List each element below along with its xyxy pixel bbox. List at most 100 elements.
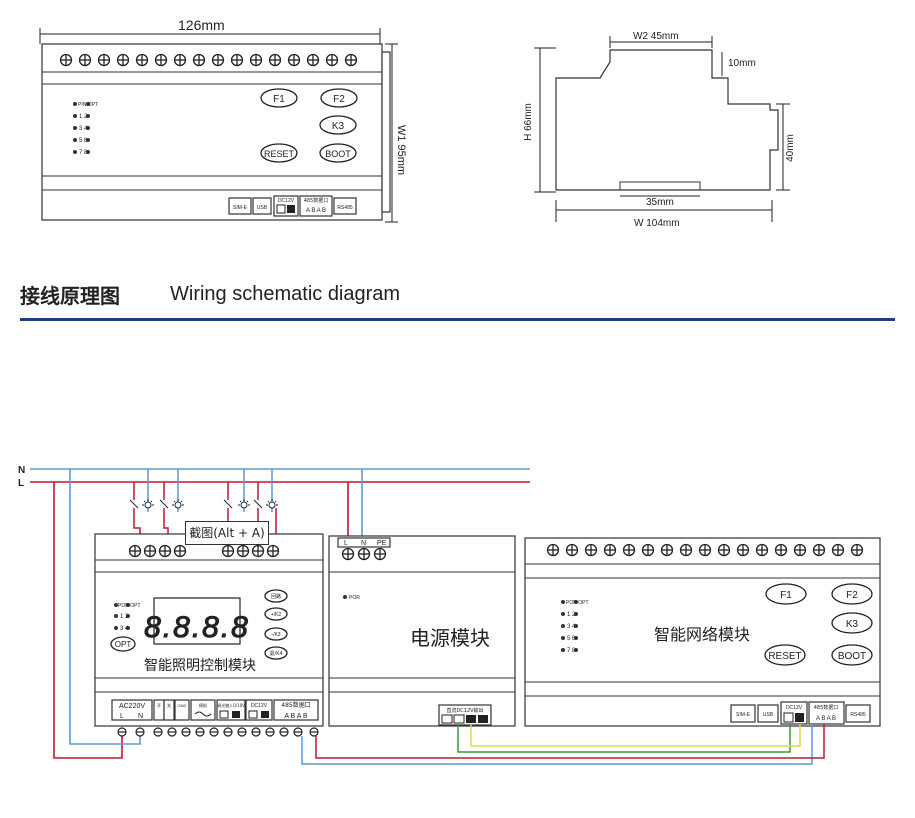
net-f2-button[interactable]: F2: [831, 583, 873, 605]
svg-text:GND: GND: [178, 703, 187, 708]
svg-text:5 6: 5 6: [567, 636, 576, 642]
svg-text:K3: K3: [332, 121, 345, 132]
svg-text:F1: F1: [273, 94, 285, 105]
reset-button[interactable]: RESET: [260, 143, 298, 163]
svg-text:L: L: [344, 540, 348, 547]
profile-outline: [555, 49, 779, 191]
f1-button[interactable]: F1: [260, 88, 298, 108]
n-line-label: N: [18, 465, 25, 476]
rs485-b-wire: [315, 724, 825, 759]
svg-text:USB: USB: [257, 205, 268, 211]
svg-text:3 4: 3 4: [567, 624, 576, 630]
led-panel: PIN OPT 1 2 3 4 5 6 7 8: [73, 102, 98, 156]
h40-label: 40mm: [785, 134, 796, 162]
svg-text:回路: 回路: [271, 593, 281, 600]
width-label: 126mm: [178, 17, 225, 33]
dc-minus-wire: [470, 724, 801, 747]
svg-text:USB: USB: [763, 712, 774, 718]
svg-text:N: N: [361, 540, 366, 547]
svg-text:BOOT: BOOT: [838, 651, 866, 662]
svg-text:RESET: RESET: [264, 149, 295, 159]
display-digits: 8.8.8.8: [144, 611, 250, 644]
l-line-label: L: [18, 478, 24, 489]
net-reset-button[interactable]: RESET: [764, 644, 806, 666]
w104-label: W 104mm: [634, 218, 680, 229]
f2-button[interactable]: F2: [320, 88, 358, 108]
power-module: L N PE POR 电源模块 直流DC12V输出: [328, 535, 516, 727]
net-boot-button[interactable]: BOOT: [831, 644, 873, 666]
side-profile: W2 45mm 10mm H 66mm 40mm 35mm W 104mm: [523, 31, 796, 229]
dc-plus-wire: [457, 724, 791, 753]
svg-text:1 2: 1 2: [120, 614, 129, 620]
svg-text:N: N: [138, 713, 143, 720]
k3-button[interactable]: K3: [319, 115, 357, 135]
lamp-icon: [265, 498, 279, 509]
svg-text:F2: F2: [333, 94, 345, 105]
lamp-icon: [141, 498, 155, 509]
svg-text:SIM-E: SIM-E: [736, 712, 751, 718]
height-label: W1 95mm: [395, 125, 407, 175]
back-k4-button[interactable]: 退/K4: [264, 646, 288, 660]
svg-text:3 4: 3 4: [79, 126, 88, 132]
svg-text:485数据口: 485数据口: [814, 704, 839, 711]
svg-text:DC12V: DC12V: [786, 705, 803, 711]
svg-text:485数据口: 485数据口: [281, 701, 310, 709]
svg-text:3 4: 3 4: [120, 626, 129, 632]
svg-text:直流DC12V输出: 直流DC12V输出: [446, 707, 483, 714]
signal-wiring: [301, 724, 825, 765]
lamp-icon: [171, 498, 185, 509]
svg-text:1 2: 1 2: [79, 114, 88, 120]
svg-text:L: L: [120, 713, 124, 720]
port-strip: SIM-E USB DC12V 485数据口 A B A B RS485: [228, 195, 357, 217]
svg-text:POR OPT: POR OPT: [566, 600, 589, 606]
top-left-device: 126mm PIN OPT 1 2 3 4 5 6 7: [39, 17, 407, 223]
power-led: [343, 595, 347, 599]
svg-text:模拟: 模拟: [199, 702, 207, 708]
svg-text:F2: F2: [846, 590, 858, 601]
svg-text:F1: F1: [780, 590, 792, 601]
svg-text:DC12V: DC12V: [251, 703, 268, 709]
svg-text:开: 开: [157, 703, 161, 708]
rs485-a-wire: [301, 724, 813, 765]
w2-label: W2 45mm: [633, 31, 679, 42]
power-module-name: 电源模块: [410, 626, 490, 650]
svg-text:A B A B: A B A B: [306, 208, 326, 214]
svg-text:485数据口: 485数据口: [304, 197, 329, 204]
network-module: POR OPT 1 2 3 4 5 6 7 8 智能网络模块 F1 F2 K3 …: [524, 537, 881, 727]
svg-text:POR: POR: [349, 595, 360, 601]
opt-button[interactable]: OPT: [110, 636, 136, 652]
svg-text:BOOT: BOOT: [325, 149, 351, 159]
svg-text:7 8: 7 8: [567, 648, 576, 654]
switch-symbols: [129, 499, 263, 509]
lamp-icon: [237, 498, 251, 509]
svg-text:-/K3: -/K3: [271, 632, 280, 638]
svg-text:退/K4: 退/K4: [269, 650, 282, 657]
svg-text:DC12V: DC12V: [278, 198, 295, 204]
svg-text:RESET: RESET: [768, 651, 801, 662]
svg-text:RS485: RS485: [850, 712, 866, 718]
net-k3-button[interactable]: K3: [831, 612, 873, 634]
minus-k3-button[interactable]: -/K3: [264, 627, 288, 641]
svg-text:1 2: 1 2: [567, 612, 576, 618]
seven-segment-display: [153, 597, 241, 645]
plus-k2-button[interactable]: +/K2: [264, 607, 288, 621]
screenshot-tooltip: 截图(Alt + A): [185, 521, 269, 545]
section-rule: [20, 318, 895, 321]
svg-text:OPT: OPT: [115, 640, 132, 649]
svg-text:PIN OPT: PIN OPT: [78, 102, 98, 108]
svg-text:RS485: RS485: [337, 205, 353, 211]
loop-button[interactable]: 回路: [264, 589, 288, 603]
svg-text:K3: K3: [846, 619, 859, 630]
svg-text:调光输入0/10V: 调光输入0/10V: [217, 702, 245, 708]
svg-text:7 8: 7 8: [79, 150, 88, 156]
svg-text:POR OPT: POR OPT: [118, 603, 141, 609]
svg-text:+/K2: +/K2: [271, 612, 282, 618]
network-module-name: 智能网络模块: [654, 625, 750, 644]
boot-button[interactable]: BOOT: [319, 143, 357, 163]
h66-label: H 66mm: [523, 103, 534, 141]
net-f1-button[interactable]: F1: [765, 583, 807, 605]
h10-label: 10mm: [728, 58, 756, 69]
section-title-en: Wiring schematic diagram: [170, 283, 400, 305]
svg-text:A B A B: A B A B: [284, 713, 308, 720]
section-title-cn: 接线原理图: [20, 284, 120, 308]
